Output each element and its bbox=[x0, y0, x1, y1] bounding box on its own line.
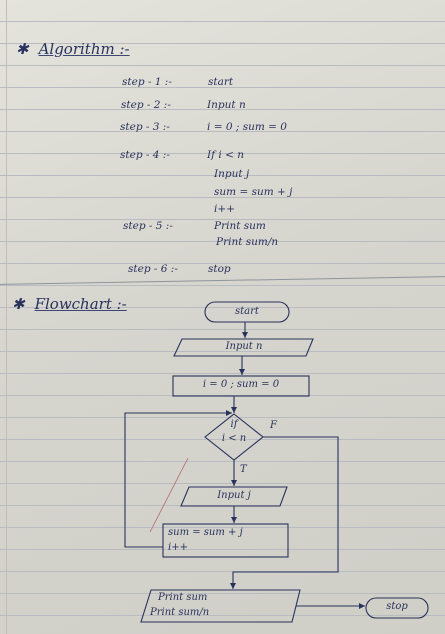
step-1-text: start bbox=[208, 76, 234, 88]
step-4-line-1: If i < n bbox=[207, 149, 244, 161]
false-branch-line bbox=[230, 436, 339, 589]
print-box bbox=[140, 589, 301, 623]
start-label: start bbox=[235, 306, 259, 317]
step-5-line-1: Print sum bbox=[214, 220, 266, 232]
init-label: i = 0 ; sum = 0 bbox=[202, 379, 280, 390]
step-3-text: i = 0 ; sum = 0 bbox=[207, 121, 287, 133]
print-label-2: Print sum/n bbox=[150, 607, 210, 618]
flowchart-heading-text: Flowchart :- bbox=[34, 295, 127, 313]
input-n-box bbox=[173, 338, 314, 357]
step-2-label: step - 2 :- bbox=[121, 99, 171, 111]
process-label-2: i++ bbox=[168, 542, 188, 553]
step-4-line-4: i++ bbox=[214, 203, 235, 215]
step-2-text: Input n bbox=[207, 99, 246, 111]
decision-label-top: if bbox=[230, 419, 238, 430]
step-4-label: step - 4 :- bbox=[120, 149, 170, 161]
step-3-label: step - 3 :- bbox=[120, 121, 170, 133]
star-icon: ✱ bbox=[16, 40, 29, 58]
step-5-line-2: Print sum/n bbox=[216, 236, 279, 248]
input-j-box bbox=[180, 486, 288, 507]
flowchart-heading: ✱ Flowchart :- bbox=[12, 295, 127, 313]
stop-label: stop bbox=[386, 601, 408, 612]
false-label: F bbox=[270, 420, 277, 431]
loop-back-line bbox=[124, 410, 232, 548]
step-4-line-2: Input j bbox=[214, 168, 250, 180]
process-label-1: sum = sum + j bbox=[168, 527, 243, 538]
pencil-mark bbox=[149, 457, 189, 533]
algorithm-steps: step - 1 :- start step - 2 :- Input n st… bbox=[0, 0, 445, 280]
decision-label-bottom: i < n bbox=[221, 433, 247, 444]
step-6-text: stop bbox=[208, 263, 231, 275]
stop-terminal bbox=[365, 597, 429, 619]
step-6-label: step - 6 :- bbox=[128, 263, 178, 275]
margin-line bbox=[6, 0, 7, 634]
algorithm-heading: ✱ Algorithm :- bbox=[16, 40, 130, 58]
init-box bbox=[172, 375, 310, 397]
step-4-line-3: sum = sum + j bbox=[214, 186, 293, 198]
star-icon: ✱ bbox=[12, 295, 25, 313]
print-label-1: Print sum bbox=[158, 592, 208, 603]
step-5-label: step - 5 :- bbox=[123, 220, 173, 232]
process-box bbox=[162, 523, 289, 558]
start-terminal bbox=[204, 301, 290, 323]
input-n-label: Input n bbox=[225, 341, 263, 352]
step-1-label: step - 1 :- bbox=[122, 76, 172, 88]
algorithm-heading-text: Algorithm :- bbox=[38, 40, 130, 58]
true-label: T bbox=[240, 464, 247, 475]
input-j-label: Input j bbox=[217, 490, 251, 501]
